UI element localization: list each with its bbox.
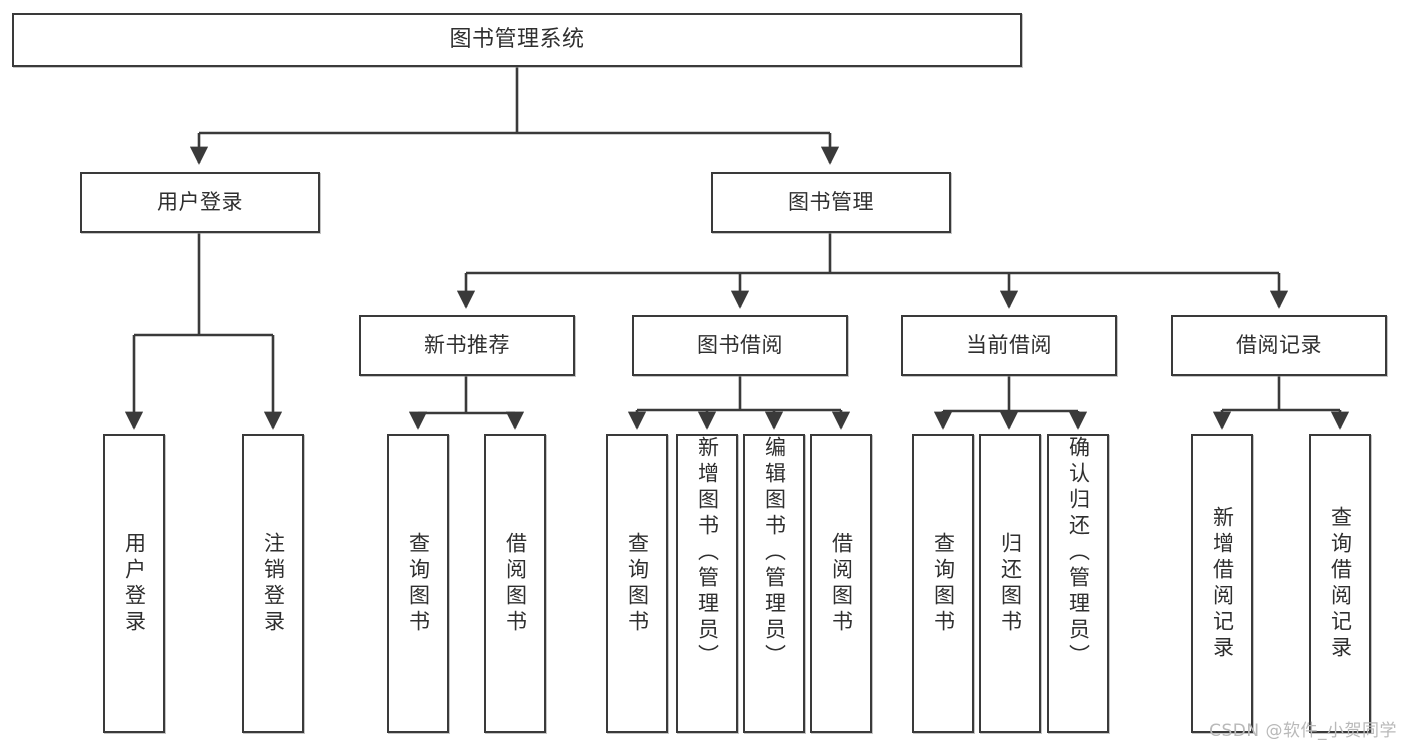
leaf-recommend-query-book[interactable]: 查询图书 [387, 434, 449, 733]
leaf-record-add-record[interactable]: 新增借阅记录 [1191, 434, 1253, 733]
leaf-current-confirm-return-admin[interactable]: 确认归还（管理员） [1047, 434, 1109, 733]
leaf-current-query-book[interactable]: 查询图书 [912, 434, 974, 733]
node-label: 新增图书（管理员） [695, 436, 720, 670]
node-label: 借阅记录 [1236, 333, 1322, 358]
node-label: 注销登录 [261, 531, 286, 636]
leaf-current-return-book[interactable]: 归还图书 [979, 434, 1041, 733]
leaf-record-query-record[interactable]: 查询借阅记录 [1309, 434, 1371, 733]
node-new-book-recommend[interactable]: 新书推荐 [359, 315, 575, 376]
node-label: 借阅图书 [829, 531, 854, 636]
node-label: 新增借阅记录 [1210, 505, 1235, 662]
node-label: 查询图书 [406, 531, 431, 636]
leaf-recommend-borrow-book[interactable]: 借阅图书 [484, 434, 546, 733]
leaf-borrow-borrow-book[interactable]: 借阅图书 [810, 434, 872, 733]
node-book-management[interactable]: 图书管理 [711, 172, 951, 233]
node-label: 图书借阅 [697, 333, 783, 358]
leaf-borrow-edit-book-admin[interactable]: 编辑图书（管理员） [743, 434, 805, 733]
node-label: 图书管理系统 [449, 27, 585, 53]
node-root-system[interactable]: 图书管理系统 [12, 13, 1022, 67]
leaf-borrow-add-book-admin[interactable]: 新增图书（管理员） [676, 434, 738, 733]
node-book-borrow[interactable]: 图书借阅 [632, 315, 848, 376]
node-label: 编辑图书（管理员） [762, 436, 787, 670]
node-label: 归还图书 [998, 531, 1023, 636]
node-user-login[interactable]: 用户登录 [80, 172, 320, 233]
node-label: 图书管理 [788, 190, 874, 215]
node-label: 借阅图书 [503, 531, 528, 636]
node-label: 当前借阅 [966, 333, 1052, 358]
node-label: 用户登录 [157, 190, 243, 215]
leaf-user-login-logout[interactable]: 注销登录 [242, 434, 304, 733]
node-label: 用户登录 [122, 531, 147, 636]
leaf-borrow-query-book[interactable]: 查询图书 [606, 434, 668, 733]
node-borrow-record[interactable]: 借阅记录 [1171, 315, 1387, 376]
node-label: 确认归还（管理员） [1066, 436, 1091, 670]
node-label: 查询图书 [625, 531, 650, 636]
leaf-user-login-login[interactable]: 用户登录 [103, 434, 165, 733]
watermark-text: CSDN @软件_小贺同学 [1209, 721, 1397, 741]
node-label: 查询借阅记录 [1328, 505, 1353, 662]
node-label: 查询图书 [931, 531, 956, 636]
node-current-borrow[interactable]: 当前借阅 [901, 315, 1117, 376]
node-label: 新书推荐 [424, 333, 510, 358]
